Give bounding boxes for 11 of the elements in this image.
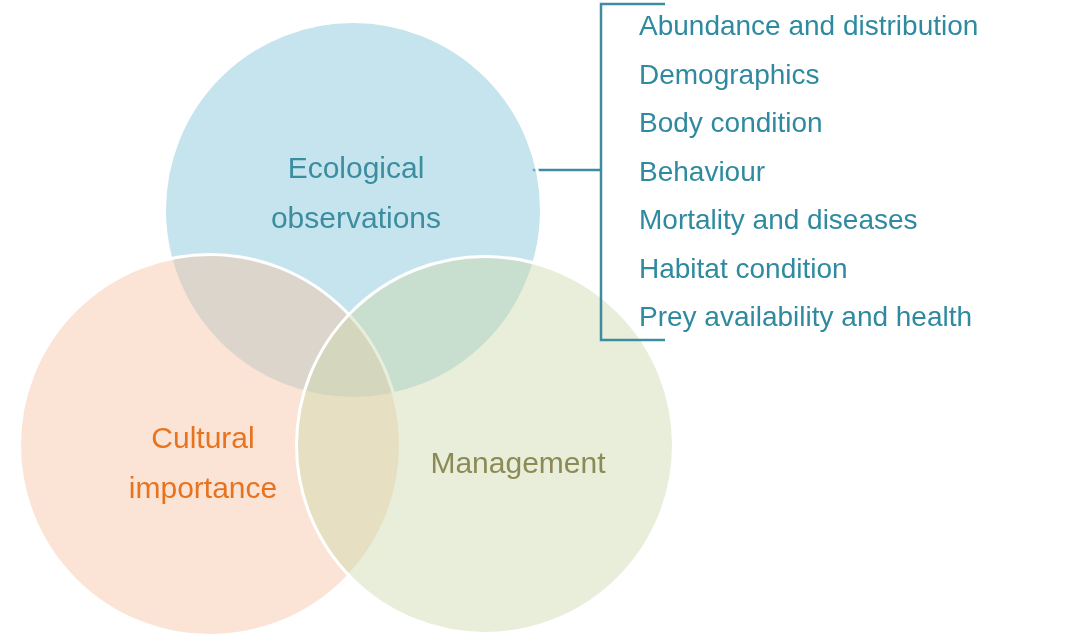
circle-label: Ecological observations [269, 150, 443, 236]
list-item: Body condition [638, 106, 824, 140]
connector-line [532, 168, 600, 172]
list-item: Mortality and diseases [638, 203, 919, 237]
list-item: Behaviour [638, 154, 767, 189]
circle-label: Management [429, 445, 607, 481]
list-item: Habitat condition [638, 251, 849, 286]
circle-label: Cultural importance [127, 420, 279, 506]
list-item: Demographics [638, 57, 821, 92]
list-item: Abundance and distribution [638, 9, 980, 43]
list-item: Prey availability and health [638, 300, 974, 334]
